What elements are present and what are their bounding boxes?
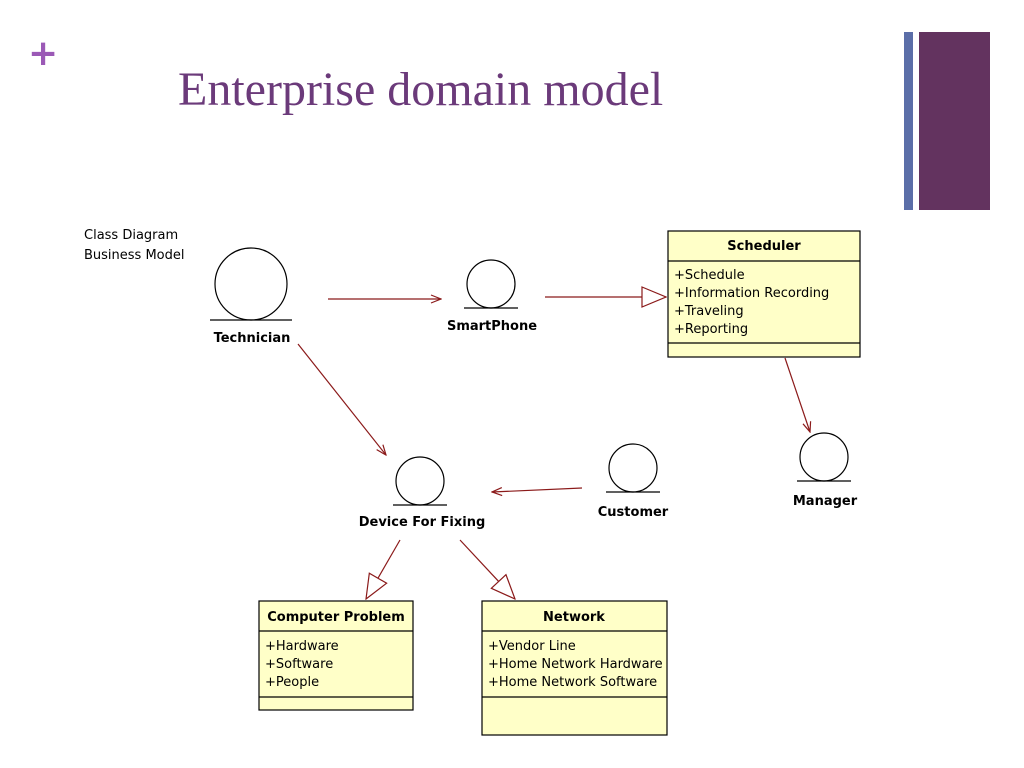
- computer-problem-attr-3: +People: [265, 675, 319, 690]
- scheduler-title: Scheduler: [727, 239, 801, 254]
- computer-problem-attr-2: +Software: [265, 657, 333, 672]
- accent-bar-thin: [904, 32, 913, 210]
- edge-customer-device: [492, 488, 583, 492]
- class-computer-problem: Computer Problem +Hardware +Software +Pe…: [258, 600, 414, 711]
- scheduler-attr-1: +Schedule: [674, 268, 745, 283]
- manager-circle-icon: [799, 432, 849, 482]
- network-attr-2: +Home Network Hardware: [488, 657, 663, 672]
- actor-smartphone: SmartPhone: [447, 259, 537, 334]
- manager-label: Manager: [793, 494, 858, 509]
- technician-label: Technician: [214, 331, 291, 346]
- slide-title: Enterprise domain model: [178, 63, 664, 116]
- edge-scheduler-manager: [784, 357, 810, 432]
- scheduler-attr-3: +Traveling: [674, 304, 744, 319]
- scheduler-attr-4: +Reporting: [674, 322, 748, 337]
- diagram-caption-line-1: Class Diagram: [84, 228, 178, 243]
- network-attr-3: +Home Network Software: [488, 675, 657, 690]
- actor-technician: Technician: [210, 247, 292, 346]
- class-network: Network +Vendor Line +Home Network Hardw…: [481, 600, 668, 736]
- plus-icon: +: [28, 33, 59, 74]
- technician-circle-icon: [214, 247, 288, 321]
- smartphone-circle-icon: [466, 259, 516, 309]
- device-circle-icon: [395, 456, 445, 506]
- device-label: Device For Fixing: [359, 515, 486, 530]
- class-scheduler: Scheduler +Schedule +Information Recordi…: [667, 230, 861, 358]
- edge-device-network: [459, 539, 515, 599]
- actor-device-for-fixing: Device For Fixing: [359, 456, 486, 530]
- actor-customer: Customer: [598, 443, 669, 520]
- computer-problem-title: Computer Problem: [267, 610, 405, 625]
- actor-manager: Manager: [793, 432, 858, 509]
- network-box: [481, 600, 668, 736]
- diagram-caption-line-2: Business Model: [84, 248, 185, 263]
- network-attr-1: +Vendor Line: [488, 639, 576, 654]
- customer-circle-icon: [608, 443, 658, 493]
- edge-device-computer-problem: [366, 539, 401, 599]
- scheduler-attr-2: +Information Recording: [674, 286, 829, 301]
- customer-label: Customer: [598, 505, 669, 520]
- computer-problem-box: [258, 600, 414, 711]
- computer-problem-attr-1: +Hardware: [265, 639, 339, 654]
- network-title: Network: [543, 610, 605, 625]
- smartphone-label: SmartPhone: [447, 319, 537, 334]
- accent-bar-thick: [919, 32, 990, 210]
- scheduler-box: [667, 230, 861, 358]
- edge-technician-device: [297, 343, 386, 455]
